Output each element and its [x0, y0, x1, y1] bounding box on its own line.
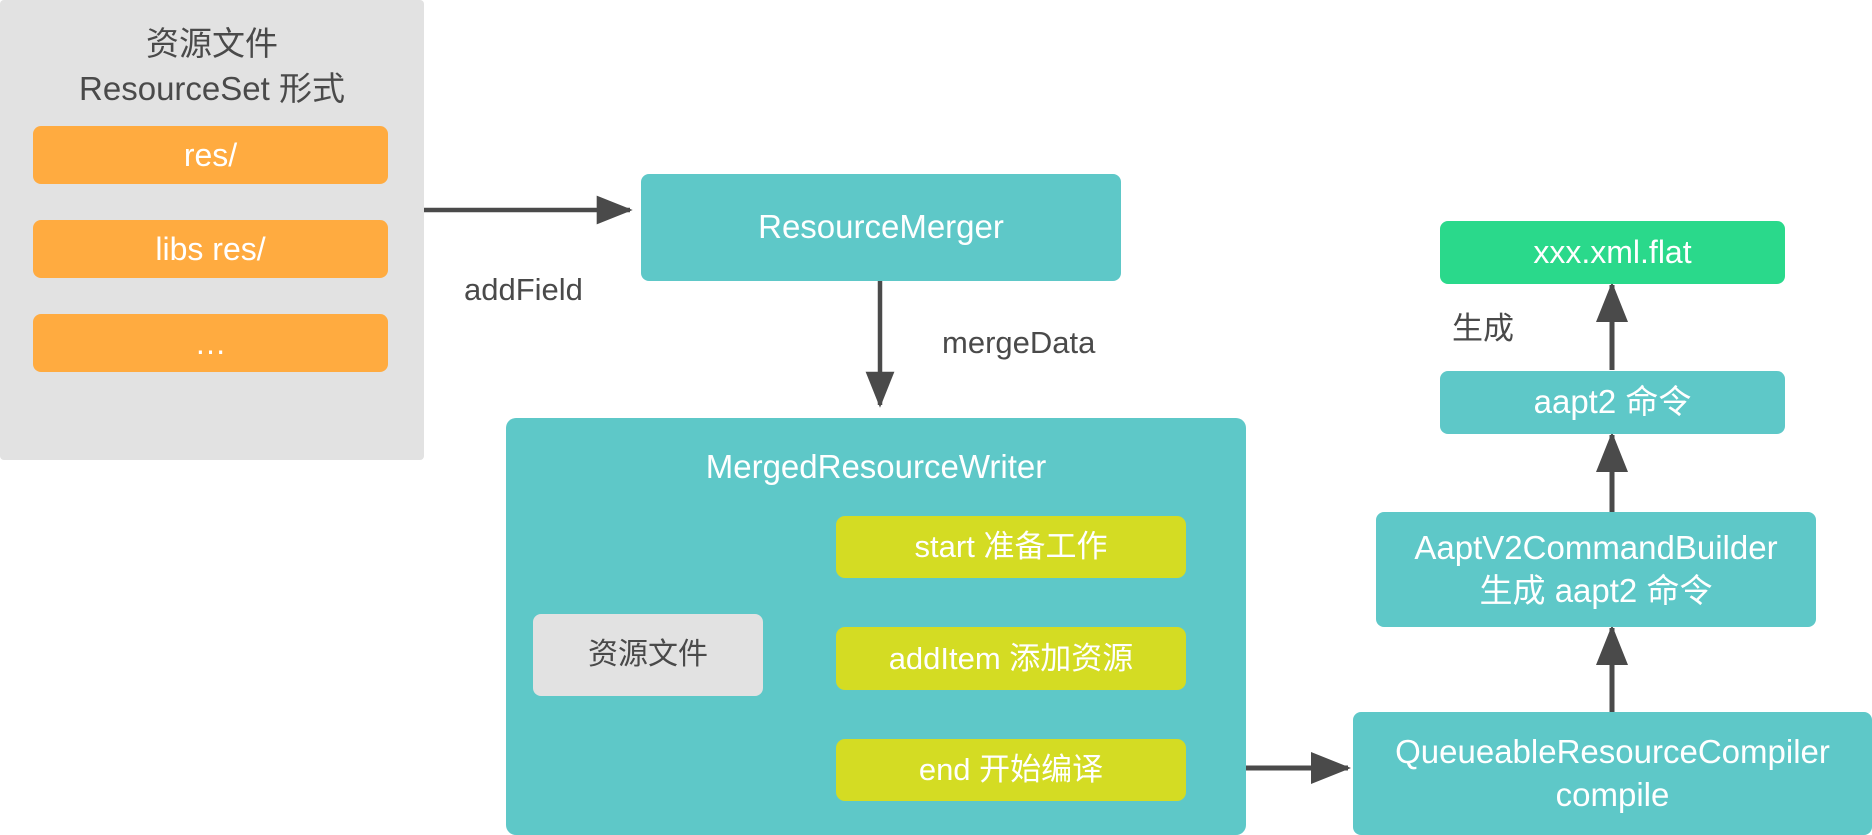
resource-set-panel-title: 资源文件 ResourceSet 形式 [79, 25, 345, 107]
step-start[interactable]: start 准备工作 [836, 516, 1186, 578]
step-additem[interactable]: addItem 添加资源 [836, 627, 1186, 690]
node-xml-flat-output[interactable]: xxx.xml.flat [1440, 221, 1785, 284]
resource-item-ellipsis[interactable]: … [33, 314, 388, 372]
resource-item-res-label: res/ [183, 136, 238, 173]
node-merged-resource-writer-label: MergedResourceWriter [705, 448, 1047, 485]
node-aaptv2-command-builder[interactable]: AaptV2CommandBuilder 生成 aapt2 命令 [1376, 512, 1816, 627]
step-additem-label: addItem 添加资源 [888, 640, 1134, 676]
resource-item-ellipsis-label: … [194, 324, 227, 361]
node-merged-writer-input-file[interactable]: 资源文件 [533, 614, 763, 696]
node-resource-merger-label: ResourceMerger [758, 208, 1004, 246]
node-aaptv2-command-builder-label: AaptV2CommandBuilder 生成 aapt2 命令 [1414, 529, 1778, 609]
node-resource-merger[interactable]: ResourceMerger [641, 174, 1121, 281]
step-end[interactable]: end 开始编译 [836, 739, 1186, 801]
resource-item-libs-res-label: libs res/ [155, 230, 266, 267]
edge-label-addfield: addField [464, 272, 583, 307]
resource-item-libs-res[interactable]: libs res/ [33, 220, 388, 278]
node-xml-flat-output-label: xxx.xml.flat [1533, 234, 1692, 271]
edge-label-mergedata: mergeData [942, 325, 1096, 360]
node-queueable-resource-compiler-label: QueueableResourceCompiler compile [1395, 733, 1830, 813]
node-merged-writer-input-file-label: 资源文件 [588, 637, 708, 671]
step-end-label: end 开始编译 [918, 752, 1104, 788]
edge-label-shengcheng: 生成 [1452, 311, 1514, 346]
resource-item-res[interactable]: res/ [33, 126, 388, 184]
node-queueable-resource-compiler[interactable]: QueueableResourceCompiler compile [1353, 712, 1872, 835]
node-aapt2-command[interactable]: aapt2 命令 [1440, 371, 1785, 434]
step-start-label: start 准备工作 [914, 529, 1108, 565]
node-aapt2-command-label: aapt2 命令 [1533, 383, 1692, 421]
